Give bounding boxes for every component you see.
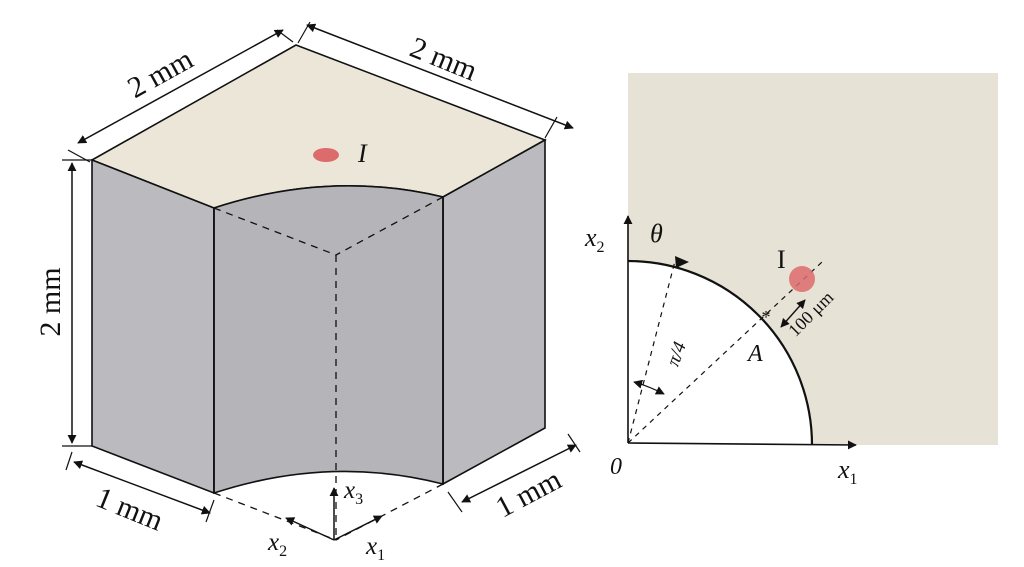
cross-section-2d: π/4 * A I 100 μm x2 x1 0 θ: [584, 73, 998, 488]
block-3d: I: [90, 44, 547, 541]
dim-label-bottom-right: 1 mm: [490, 463, 567, 525]
axis-x3-label: x3: [343, 477, 363, 508]
dim-label-top-left: 2 mm: [122, 42, 198, 104]
point-a-label: A: [746, 341, 763, 367]
theta-label: θ: [650, 219, 663, 248]
angle-label: π/4: [663, 339, 691, 369]
radial-line-diagonal: [627, 261, 823, 444]
dimension-height: 2 mm: [34, 159, 92, 447]
inclusion-marker-2d: [789, 266, 815, 292]
left-face: [91, 158, 215, 495]
dim-label-bottom-left: 1 mm: [91, 481, 167, 538]
inclusion-label: I: [357, 139, 368, 168]
axis-x1: [627, 440, 857, 450]
theta-direction-arrow: [675, 256, 689, 268]
curved-inner-face: [213, 185, 444, 495]
axes-3d: x3 x1 x2: [267, 477, 385, 564]
axis-x1-label: x1: [365, 533, 385, 564]
right-face: [442, 138, 546, 486]
dim-label-height: 2 mm: [34, 267, 67, 336]
angle-arc: [633, 379, 665, 395]
axis-x1-label-2d: x1: [837, 455, 858, 488]
point-a-marker: *: [762, 307, 771, 327]
distance-dimension: [780, 299, 806, 328]
axis-x2-label-2d: x2: [584, 223, 605, 256]
inclusion-marker: [313, 148, 339, 162]
dim-label-top-right: 2 mm: [405, 31, 481, 88]
inclusion-label-2d: I: [777, 245, 786, 274]
radial-line-reference: [627, 260, 676, 444]
plate-region: [628, 73, 998, 445]
hole-boundary: [627, 259, 814, 446]
axis-x2-label: x2: [267, 529, 287, 560]
origin-label: 0: [610, 454, 622, 480]
